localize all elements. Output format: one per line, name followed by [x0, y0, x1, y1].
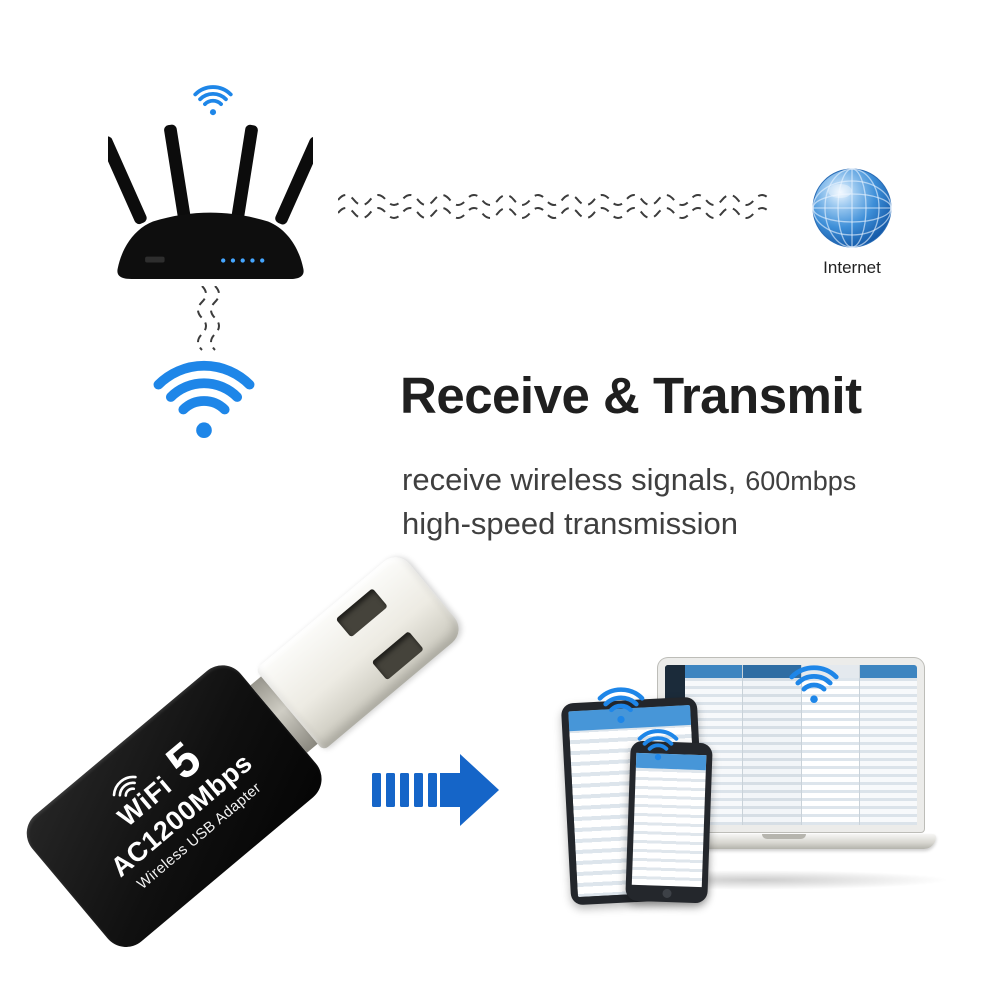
usb-plug-slot: [335, 587, 388, 638]
wifi-signal-icon: [193, 85, 233, 118]
router-illustration: [108, 124, 313, 280]
internet-label: Internet: [823, 258, 881, 277]
dotted-wave-connector-vertical: [197, 286, 220, 351]
adapter-body: WiFi 5 AC1200Mbps Wireless USB Adapter: [16, 655, 332, 957]
wifi-arcs-icon: [112, 775, 137, 797]
globe-icon: [812, 168, 892, 248]
router-led-lights: [221, 258, 265, 263]
laptop-app-column: [743, 665, 802, 825]
laptop-app-column: [801, 665, 860, 825]
adapter-brand-wrap: WiFi: [112, 770, 178, 833]
hero-subline-1: receive wireless signals, 600mbps: [402, 458, 856, 502]
dotted-wave-connector-horizontal: [338, 194, 771, 219]
laptop-app-column: [859, 665, 917, 825]
router-logo-mark: [145, 256, 165, 263]
wifi-signal-icon: [155, 358, 253, 440]
wifi-signal-icon: [790, 664, 838, 704]
phone-screen: [631, 752, 707, 888]
subline1-text: receive wireless signals,: [402, 462, 737, 497]
hero-heading: Receive & Transmit: [400, 367, 862, 424]
transfer-arrow-icon: [372, 754, 499, 826]
subline1-speed: 600mbps: [745, 466, 857, 496]
hero-subtext: receive wireless signals, 600mbps high-sp…: [402, 458, 856, 546]
wifi-signal-icon: [637, 729, 679, 763]
hero-subline-2: high-speed transmission: [402, 506, 739, 542]
phone-illustration: [625, 740, 713, 904]
wifi-signal-icon: [598, 686, 644, 724]
usb-plug-slot: [371, 630, 424, 680]
usb-adapter-illustration: WiFi 5 AC1200Mbps Wireless USB Adapter: [16, 528, 483, 957]
adapter-brand-row: WiFi 5: [106, 732, 211, 833]
